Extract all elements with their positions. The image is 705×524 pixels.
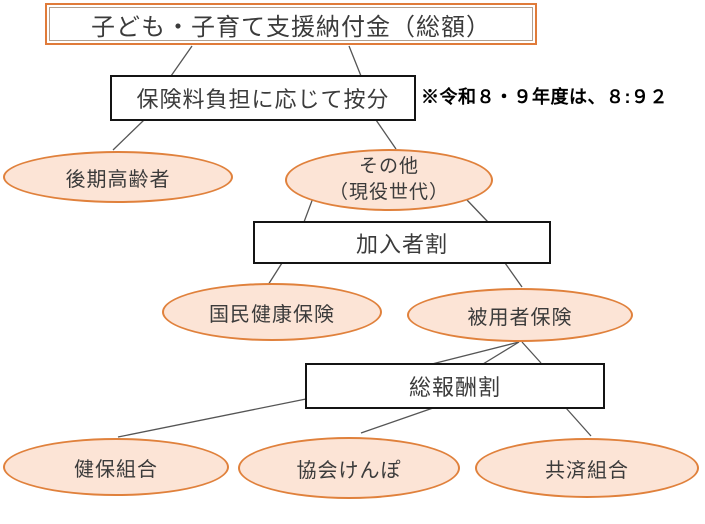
connector-apportion-to-sonota xyxy=(375,119,397,150)
connector-hiyosha-to-sohoshu-right xyxy=(521,341,542,364)
connector-sohoshu-to-kenpo xyxy=(117,398,307,438)
node-kyokai-kenpo-label: 協会けんぽ xyxy=(296,459,402,482)
connector-total-to-apportion-left xyxy=(170,45,193,77)
node-apportion-rule: 保険料負担に応じて按分 xyxy=(110,75,416,121)
node-kyosai-kumiai-label: 共済組合 xyxy=(545,459,629,482)
node-kokumin-kenko-hoken-label: 国民健康保険 xyxy=(209,303,335,326)
connector-total-to-apportion-right xyxy=(348,45,362,77)
node-kyokai-kenpo: 協会けんぽ xyxy=(238,437,460,499)
node-kanyusha-wari-label: 加入者割 xyxy=(355,231,448,257)
node-total-contribution-label: 子ども・子育て支援納付金（総額） xyxy=(49,7,533,41)
node-sohoshu-wari-label: 総報酬割 xyxy=(408,375,501,400)
connector-kanyusha-to-hiyosha xyxy=(504,262,523,288)
node-hiyosha-hoken: 被用者保険 xyxy=(407,288,633,342)
node-sonota-label-group: その他 （現役世代） xyxy=(329,154,449,205)
connector-hiyosha-to-sohoshu-mid xyxy=(482,341,520,365)
connector-kanyusha-to-kokuho xyxy=(267,262,283,286)
node-apportion-rule-label: 保険料負担に応じて按分 xyxy=(136,87,390,112)
node-kouki-koureisha: 後期高齢者 xyxy=(3,151,233,203)
node-sonota-geneki-sedai: その他 （現役世代） xyxy=(285,149,493,211)
node-sonota-label-line1: その他 xyxy=(358,156,419,178)
node-total-contribution: 子ども・子育て支援納付金（総額） xyxy=(45,3,537,45)
node-kenpo-kumiai-label: 健保組合 xyxy=(74,458,158,481)
connector-sohoshu-to-kyosai xyxy=(565,407,592,437)
node-sohoshu-wari: 総報酬割 xyxy=(305,363,605,409)
node-kouki-koureisha-label: 後期高齢者 xyxy=(65,168,171,191)
connector-hiyosha-to-sohoshu-left xyxy=(431,341,520,365)
connector-sonota-to-kanyusha-right xyxy=(466,199,489,223)
node-hiyosha-hoken-label: 被用者保険 xyxy=(467,306,573,329)
connector-apportion-to-kouki xyxy=(112,119,145,151)
connector-sohoshu-to-kyokai xyxy=(360,407,434,434)
connector-sonota-to-kanyusha-left xyxy=(303,197,314,223)
fiscal-year-note: ※令和８・９年度は、８:９２ xyxy=(421,87,668,107)
node-sonota-label-line2: （現役世代） xyxy=(328,182,449,203)
node-kokumin-kenko-hoken: 国民健康保険 xyxy=(162,283,382,341)
node-kanyusha-wari: 加入者割 xyxy=(253,221,551,264)
node-kyosai-kumiai: 共済組合 xyxy=(475,438,699,498)
node-kenpo-kumiai: 健保組合 xyxy=(3,438,229,496)
